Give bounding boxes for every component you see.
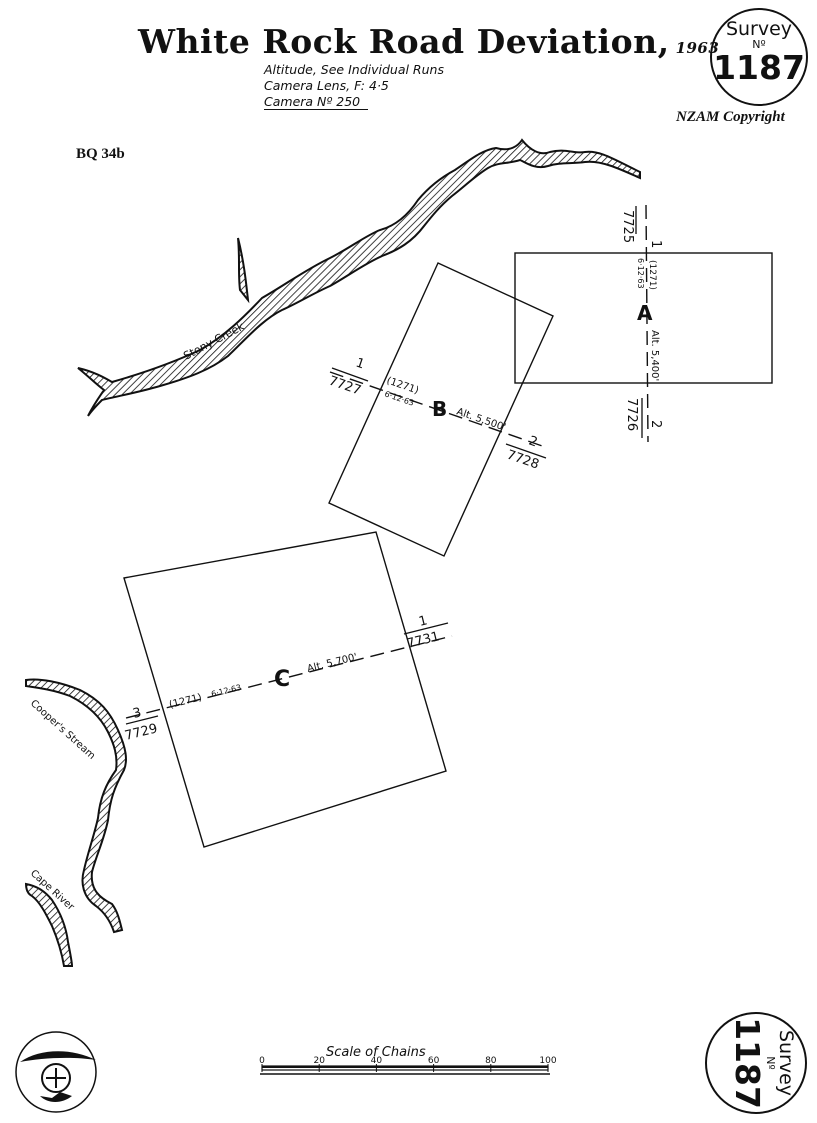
run-a-end-photo: 7726 <box>624 398 639 431</box>
scale-tick-label: 0 <box>259 1056 265 1066</box>
title-year: 1963 <box>675 39 720 57</box>
run-b-letter: B <box>432 397 447 421</box>
frame-b <box>328 262 554 557</box>
run-c-start-photo: 7729 <box>123 721 159 744</box>
flight-line-b <box>329 371 549 449</box>
run-c-alt: Alt. 5,700' <box>306 652 358 675</box>
scale-tick-label: 20 <box>313 1056 325 1066</box>
frame-c <box>123 531 447 848</box>
stony-creek-tributary <box>237 237 250 304</box>
run-b-end-photo: 7728 <box>505 448 541 473</box>
flight-line-a <box>645 204 649 443</box>
camera-note: Camera Nº 250 <box>264 94 369 110</box>
scale-tick-label: 40 <box>371 1056 383 1066</box>
run-a-letter: A <box>637 301 653 325</box>
run-b-start-run: 1 <box>354 356 367 373</box>
scale-tick-label: 60 <box>428 1056 440 1066</box>
survey-stamp-bottom: Survey Nº 1187 <box>705 1012 807 1114</box>
copyright-text: NZAM Copyright <box>676 109 785 125</box>
run-c-ref: (1271) <box>168 692 203 711</box>
run-a-ref: (1271) <box>647 260 657 290</box>
company-logo <box>15 1031 97 1113</box>
flight-line-c <box>125 635 453 719</box>
run-a-date: 6·12·63 <box>636 258 645 289</box>
frame-a <box>514 252 773 384</box>
lens-note: Camera Lens, F: 4·5 <box>264 78 389 93</box>
run-b-labels: 1 7727 (1271) 6·12·63 B Alt. 5,500' 2 77… <box>327 356 547 473</box>
map-reference: BQ 34b <box>76 146 125 162</box>
run-a-start-photo: 7725 <box>620 210 635 243</box>
survey-stamp-top: Survey Nº 1187 <box>710 8 808 106</box>
stamp-word: Survey <box>775 1029 797 1097</box>
run-c-start-run: 3 <box>131 705 143 722</box>
run-c-labels: 3 7729 (1271) 6·12·63 C Alt. 5,700' 1 77… <box>123 613 449 744</box>
scale-bar: Scale of Chains 0 20 40 60 80 100 <box>259 1045 557 1075</box>
stony-creek-river <box>77 138 641 417</box>
scale-tick-label: 100 <box>539 1056 556 1066</box>
title-text: White Rock Road Deviation, <box>138 22 670 61</box>
map-title: White Rock Road Deviation, 1963 <box>138 22 719 61</box>
altitude-note: Altitude, See Individual Runs <box>264 62 444 77</box>
run-a-labels: 1 7725 (1271) 6·12·63 A Alt. 5,400' 2 77… <box>620 206 663 438</box>
run-b-end-run: 2 <box>527 434 540 451</box>
scale-tick-label: 80 <box>485 1056 497 1066</box>
stamp-number: 1187 <box>728 1017 767 1109</box>
scale-label: Scale of Chains <box>326 1045 426 1060</box>
coopers-stream-river <box>25 678 127 934</box>
cape-river <box>24 882 74 967</box>
stamp-no: Nº <box>752 38 766 51</box>
run-a-alt: Alt. 5,400' <box>649 330 660 381</box>
run-c-letter: C <box>274 667 290 692</box>
run-b-alt: Alt. 5,500' <box>455 406 507 433</box>
stamp-word: Survey <box>725 18 793 40</box>
run-c-date: 6·12·63 <box>210 683 242 699</box>
run-a-end-run: 2 <box>648 420 663 428</box>
run-c-end-run: 1 <box>417 613 429 630</box>
run-a-start-run: 1 <box>648 240 663 248</box>
stamp-number: 1187 <box>713 48 805 87</box>
